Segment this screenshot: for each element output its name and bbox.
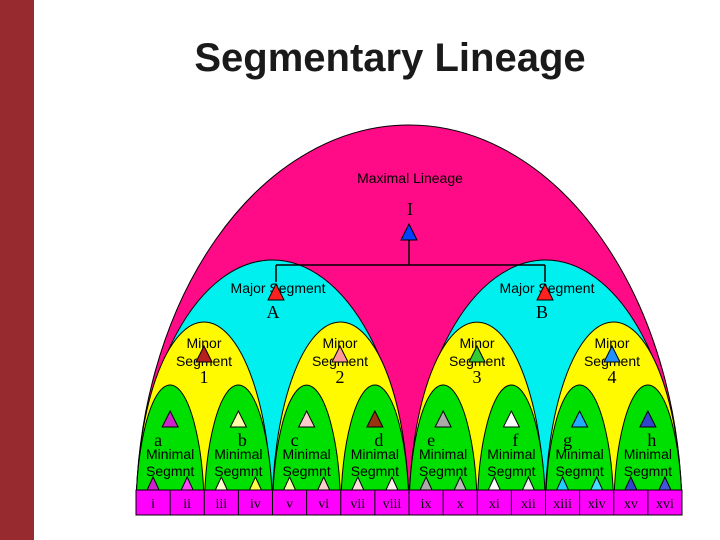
maximal-lineage-label: Maximal Lineage xyxy=(357,170,463,186)
minimal-segment-label-h: Segmnt xyxy=(624,463,672,479)
minor-segment-triangle-2 xyxy=(331,344,349,363)
lineage-id-vi: vi xyxy=(318,497,329,512)
minimal-segment-label-a: Segmnt xyxy=(146,463,194,479)
lineage-triangle-xvi xyxy=(658,475,672,491)
minimal-segment-id-a: a xyxy=(154,430,162,450)
lineage-triangle-iii xyxy=(214,475,229,491)
lineage-triangle-ix xyxy=(419,475,433,491)
lineage-id-xvi: xvi xyxy=(656,497,674,512)
minimal-segment-id-h: h xyxy=(647,430,656,450)
lineage-triangle-xiii xyxy=(555,475,570,491)
minimal-segment-id-d: d xyxy=(374,430,383,450)
minimal-segment-id-g: g xyxy=(563,430,572,450)
lineage-triangle-xiv xyxy=(589,475,604,491)
lineage-id-i: i xyxy=(151,497,155,512)
minor-segment-id-3: 3 xyxy=(473,367,482,387)
minor-segment-label-1: Minor xyxy=(186,335,221,351)
maximal-lineage-id: I xyxy=(407,199,413,219)
major-segment-triangle-b xyxy=(536,282,554,301)
minimal-segment-triangle-g xyxy=(570,409,589,428)
minimal-segment-triangle-a xyxy=(161,409,179,428)
minor-segment-id-4: 4 xyxy=(608,367,617,387)
minimal-segment-triangle-c xyxy=(297,409,316,428)
minimal-segment-triangle-d xyxy=(366,409,384,428)
minor-segment-triangle-4 xyxy=(603,344,621,363)
minimal-segment-label-g: Minimal xyxy=(556,446,604,462)
lineage-id-xii: xii xyxy=(521,497,536,512)
minimal-segment-triangle-b xyxy=(229,409,248,428)
lineage-triangle-vii xyxy=(351,475,365,491)
minimal-segment-label-c: Minimal xyxy=(283,446,331,462)
minimal-segment-id-e: e xyxy=(427,430,435,450)
minor-segment-label-2: Minor xyxy=(322,335,357,351)
page-title: Segmentary Lineage xyxy=(194,36,586,80)
lineage-id-xi: xi xyxy=(489,497,500,512)
lineage-id-v: v xyxy=(286,497,293,512)
major-segment-id-b: B xyxy=(536,302,548,322)
minor-segment-triangle-3 xyxy=(468,344,486,363)
minimal-segment-label-f: Minimal xyxy=(487,446,535,462)
minimal-segment-label-d: Segmnt xyxy=(351,463,399,479)
minimal-segment-label-b: Minimal xyxy=(214,446,262,462)
minimal-segment-label-a: Minimal xyxy=(146,446,194,462)
lineage-triangle-v xyxy=(282,475,297,491)
lineage-id-iii: iii xyxy=(215,497,227,512)
lineage-triangle-i xyxy=(146,475,160,491)
minimal-segment-label-c: Segmnt xyxy=(283,463,331,479)
lineage-triangle-x xyxy=(453,475,467,491)
lineage-triangle-xi xyxy=(487,475,502,491)
lineage-id-xv: xv xyxy=(624,497,638,512)
lineage-id-x: x xyxy=(457,497,464,512)
minimal-segment-triangle-h xyxy=(639,409,657,428)
minimal-segment-label-f: Segmnt xyxy=(487,463,535,479)
minimal-segment-label-e: Segmnt xyxy=(419,463,467,479)
lineage-triangle-xii xyxy=(521,475,536,491)
minimal-segment-label-g: Segmnt xyxy=(556,463,604,479)
minor-segment-triangle-1 xyxy=(195,344,213,363)
minor-segment-label-3: Minor xyxy=(459,335,494,351)
lineage-id-iv: iv xyxy=(250,497,261,512)
lineage-triangle-ii xyxy=(180,475,194,491)
minimal-segment-id-c: c xyxy=(291,430,299,450)
lineage-triangle-xv xyxy=(624,475,638,491)
minimal-segment-label-h: Minimal xyxy=(624,446,672,462)
minimal-segment-label-e: Minimal xyxy=(419,446,467,462)
lineage-triangle-iv xyxy=(248,475,263,491)
minor-segment-id-2: 2 xyxy=(336,367,345,387)
minor-segment-id-1: 1 xyxy=(200,367,209,387)
minimal-segment-label-b: Segmnt xyxy=(214,463,262,479)
minimal-segment-triangle-f xyxy=(502,409,521,428)
lineage-id-vii: vii xyxy=(350,497,365,512)
lineage-id-xiii: xiii xyxy=(553,497,572,512)
major-segment-id-a: A xyxy=(267,302,280,322)
lineage-id-ix: ix xyxy=(421,497,432,512)
minimal-segment-triangle-e xyxy=(434,409,452,428)
left-accent-bar xyxy=(0,0,34,540)
minimal-segment-id-f: f xyxy=(512,430,518,450)
minimal-segment-id-b: b xyxy=(238,430,247,450)
lineage-id-xiv: xiv xyxy=(588,497,606,512)
minimal-segment-label-d: Minimal xyxy=(351,446,399,462)
minor-segment-label-4: Minor xyxy=(594,335,629,351)
lineage-triangle-viii xyxy=(385,475,399,491)
lineage-triangle-vi xyxy=(316,475,331,491)
major-segment-triangle-a xyxy=(267,282,285,301)
lineage-id-ii: ii xyxy=(183,497,191,512)
lineage-id-viii: viii xyxy=(383,497,402,512)
